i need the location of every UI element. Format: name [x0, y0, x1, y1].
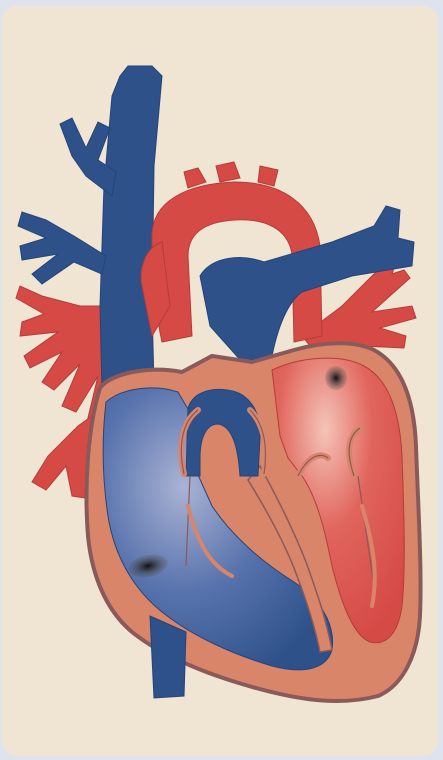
pulmonary-vein-opening: [325, 366, 347, 390]
heart-anatomy-illustration: [2, 6, 438, 756]
heart-diagram-card: [2, 6, 438, 756]
